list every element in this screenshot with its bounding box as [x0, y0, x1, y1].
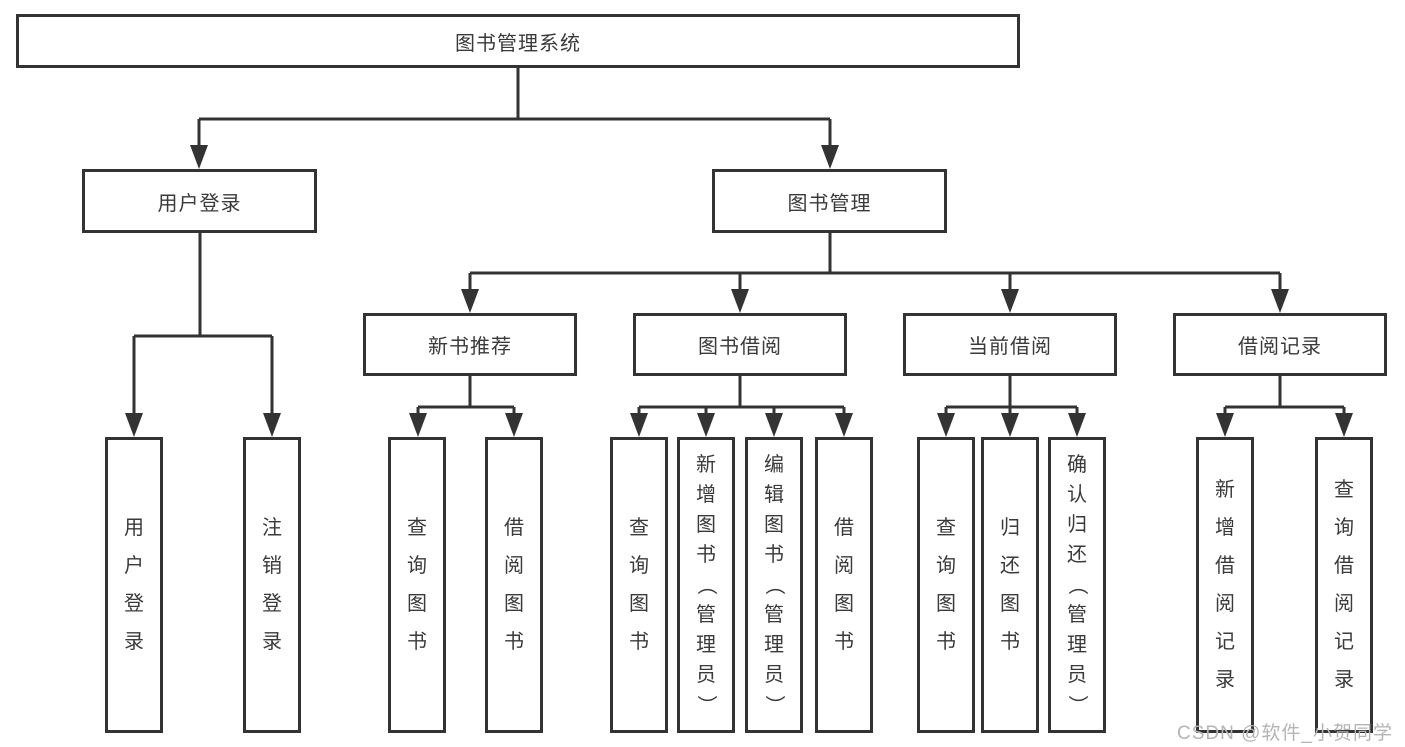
leaf-logout: 注销登录	[243, 437, 301, 733]
leaf-add-borrow-record-label: 新增借阅记录	[1215, 479, 1235, 691]
leaf-return-book: 归还图书	[981, 437, 1039, 733]
node-new-book-recommend-label: 新书推荐	[428, 336, 512, 358]
node-current-borrowing: 当前借阅	[903, 313, 1117, 376]
leaf-add-book-admin: 新增图书（管理员）	[677, 437, 735, 733]
leaf-confirm-return-admin-label: 确认归还（管理员）	[1066, 454, 1088, 715]
leaf-return-book-label: 归还图书	[1000, 517, 1020, 653]
leaf-borrow-book-label: 借阅图书	[834, 517, 854, 653]
node-library-system: 图书管理系统	[16, 14, 1020, 68]
node-user-login-label: 用户登录	[157, 192, 242, 215]
leaf-logout-label: 注销登录	[262, 517, 282, 653]
watermark: CSDN @软件_小贺同学	[1177, 723, 1393, 744]
leaf-borrow-books-newbooks: 借阅图书	[485, 437, 543, 733]
node-new-book-recommend: 新书推荐	[363, 313, 577, 376]
node-borrowing-records: 借阅记录	[1173, 313, 1387, 376]
leaf-user-login: 用户登录	[105, 437, 163, 733]
leaf-edit-book-admin-label: 编辑图书（管理员）	[763, 454, 785, 715]
node-user-login: 用户登录	[82, 169, 317, 233]
node-book-management: 图书管理	[712, 169, 947, 233]
leaf-confirm-return-admin: 确认归还（管理员）	[1048, 437, 1106, 733]
node-library-system-label: 图书管理系统	[455, 32, 581, 55]
leaf-borrow-books-newbooks-label: 借阅图书	[504, 517, 524, 653]
leaf-query-books-borrow: 查询图书	[610, 437, 668, 733]
leaf-query-books-newbooks-label: 查询图书	[407, 517, 427, 653]
leaf-query-books-current: 查询图书	[917, 437, 975, 733]
leaf-borrow-book: 借阅图书	[815, 437, 873, 733]
leaf-query-borrow-record-label: 查询借阅记录	[1334, 479, 1354, 691]
node-book-borrowing: 图书借阅	[633, 313, 847, 376]
leaf-query-borrow-record: 查询借阅记录	[1315, 437, 1373, 733]
leaf-edit-book-admin: 编辑图书（管理员）	[745, 437, 803, 733]
node-current-borrowing-label: 当前借阅	[968, 336, 1052, 358]
leaf-add-book-admin-label: 新增图书（管理员）	[695, 454, 717, 715]
node-book-borrowing-label: 图书借阅	[698, 336, 782, 358]
leaf-query-books-newbooks: 查询图书	[388, 437, 446, 733]
leaf-query-books-current-label: 查询图书	[936, 517, 956, 653]
leaf-user-login-label: 用户登录	[124, 517, 144, 653]
node-book-management-label: 图书管理	[787, 192, 872, 215]
leaf-query-books-borrow-label: 查询图书	[629, 517, 649, 653]
node-borrowing-records-label: 借阅记录	[1238, 336, 1322, 358]
leaf-add-borrow-record: 新增借阅记录	[1196, 437, 1254, 733]
